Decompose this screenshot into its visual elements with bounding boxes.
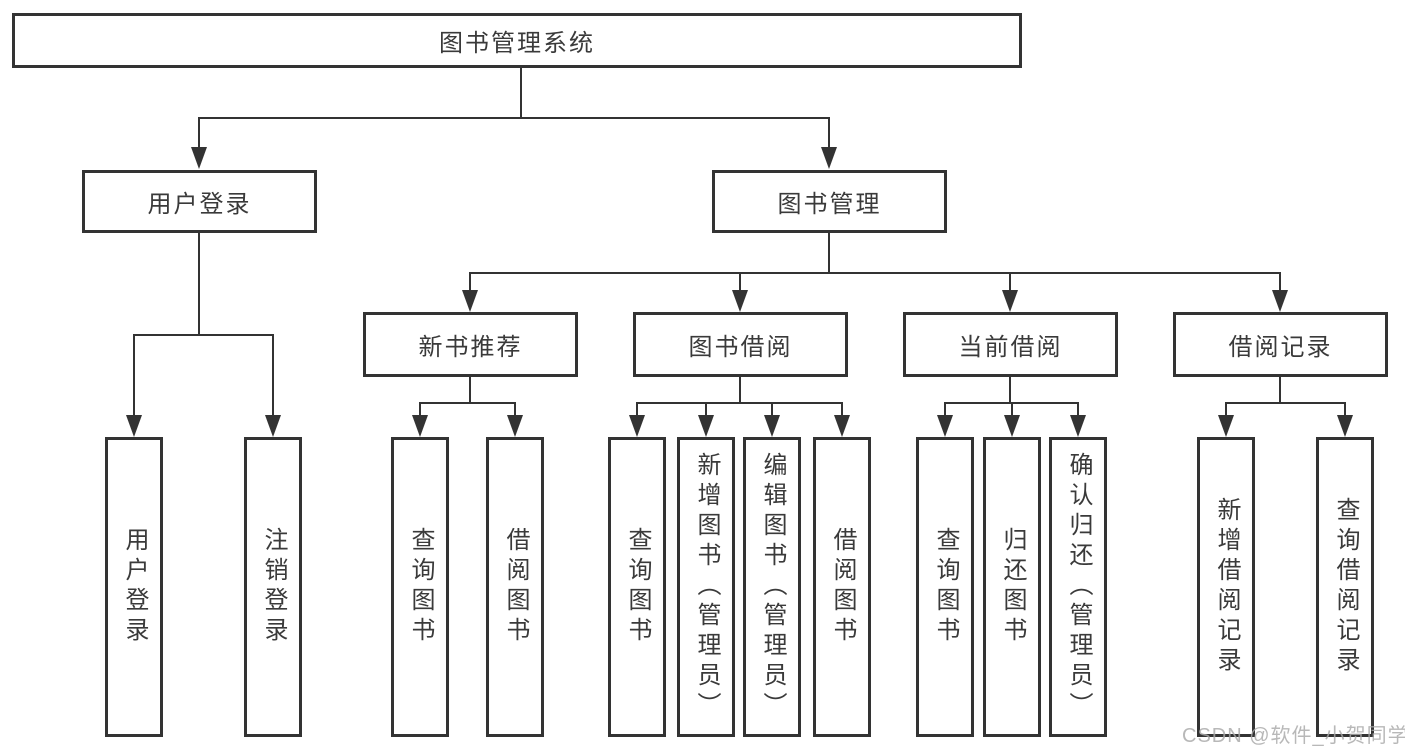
connector-arrow <box>507 415 523 437</box>
connector-line <box>419 402 516 404</box>
connector-line <box>739 377 741 404</box>
leaf-query-books-borrowing-label: 查询图书 <box>624 527 651 647</box>
connector-line <box>771 402 773 417</box>
leaf-borrow-books-recommend-label: 借阅图书 <box>502 527 529 647</box>
node-book-management-label: 图书管理 <box>777 191 882 218</box>
connector-arrow <box>1218 415 1234 437</box>
connector-arrow <box>126 415 142 437</box>
connector-line <box>469 272 1281 274</box>
connector-arrow <box>191 147 207 169</box>
connector-arrow <box>764 415 780 437</box>
leaf-query-books-current-label: 查询图书 <box>932 527 959 647</box>
leaf-add-books-admin: 新增图书（管理员） <box>677 437 735 737</box>
connector-line <box>841 402 843 417</box>
connector-line <box>1009 377 1011 404</box>
leaf-add-borrow-record: 新增借阅记录 <box>1197 437 1255 737</box>
connector-arrow <box>698 415 714 437</box>
connector-line <box>828 117 830 149</box>
connector-line <box>1011 402 1013 417</box>
connector-arrow <box>1070 415 1086 437</box>
connector-line <box>1279 377 1281 404</box>
leaf-borrow-books-borrowing-label: 借阅图书 <box>829 527 856 647</box>
connector-arrow <box>265 415 281 437</box>
connector-arrow <box>462 290 478 312</box>
leaf-query-books-recommend: 查询图书 <box>391 437 449 737</box>
node-user-login: 用户登录 <box>82 170 317 233</box>
leaf-borrow-books-borrowing: 借阅图书 <box>813 437 871 737</box>
node-new-book-recommend: 新书推荐 <box>363 312 578 377</box>
connector-line <box>1077 402 1079 417</box>
connector-line <box>272 334 274 416</box>
connector-line <box>520 68 522 118</box>
node-root-label: 图书管理系统 <box>439 30 595 57</box>
node-book-management: 图书管理 <box>712 170 947 233</box>
connector-line <box>469 272 471 292</box>
connector-line <box>1225 402 1346 404</box>
connector-line <box>1344 402 1346 417</box>
connector-line <box>469 377 471 404</box>
connector-line <box>1279 272 1281 292</box>
node-new-book-recommend-label: 新书推荐 <box>418 334 523 361</box>
node-borrowing-records: 借阅记录 <box>1173 312 1388 377</box>
node-book-borrowing-label: 图书借阅 <box>688 334 793 361</box>
connector-arrow <box>937 415 953 437</box>
node-book-borrowing: 图书借阅 <box>633 312 848 377</box>
connector-line <box>133 334 274 336</box>
leaf-logout: 注销登录 <box>244 437 302 737</box>
connector-line <box>198 233 200 336</box>
connector-arrow <box>1002 290 1018 312</box>
connector-arrow <box>412 415 428 437</box>
leaf-return-books: 归还图书 <box>983 437 1041 737</box>
connector-arrow <box>1272 290 1288 312</box>
connector-line <box>198 117 200 149</box>
leaf-edit-books-admin: 编辑图书（管理员） <box>743 437 801 737</box>
leaf-query-books-recommend-label: 查询图书 <box>407 527 434 647</box>
connector-arrow <box>629 415 645 437</box>
connector-line <box>419 402 421 417</box>
leaf-confirm-return-admin-label: 确认归还（管理员） <box>1065 452 1092 722</box>
connector-arrow <box>821 147 837 169</box>
leaf-borrow-books-recommend: 借阅图书 <box>486 437 544 737</box>
node-current-borrowing: 当前借阅 <box>903 312 1118 377</box>
leaf-return-books-label: 归还图书 <box>999 527 1026 647</box>
node-current-borrowing-label: 当前借阅 <box>958 334 1063 361</box>
connector-arrow <box>1004 415 1020 437</box>
connector-line <box>636 402 638 417</box>
leaf-query-books-borrowing: 查询图书 <box>608 437 666 737</box>
leaf-add-borrow-record-label: 新增借阅记录 <box>1213 497 1240 677</box>
leaf-query-books-current: 查询图书 <box>916 437 974 737</box>
connector-line <box>514 402 516 417</box>
connector-line <box>198 117 830 119</box>
connector-line <box>944 402 946 417</box>
connector-line <box>636 402 843 404</box>
connector-line <box>1225 402 1227 417</box>
node-root: 图书管理系统 <box>12 13 1022 68</box>
connector-line <box>705 402 707 417</box>
connector-line <box>1009 272 1011 292</box>
csdn-watermark: CSDN @软件_小贺同学 <box>1182 725 1405 747</box>
leaf-user-login-label: 用户登录 <box>121 527 148 647</box>
connector-arrow <box>834 415 850 437</box>
leaf-logout-label: 注销登录 <box>260 527 287 647</box>
leaf-query-borrow-record-label: 查询借阅记录 <box>1332 497 1359 677</box>
leaf-user-login: 用户登录 <box>105 437 163 737</box>
leaf-add-books-admin-label: 新增图书（管理员） <box>693 452 720 722</box>
leaf-confirm-return-admin: 确认归还（管理员） <box>1049 437 1107 737</box>
connector-arrow <box>1337 415 1353 437</box>
leaf-query-borrow-record: 查询借阅记录 <box>1316 437 1374 737</box>
leaf-edit-books-admin-label: 编辑图书（管理员） <box>759 452 786 722</box>
connector-line <box>133 334 135 416</box>
connector-arrow <box>732 290 748 312</box>
connector-line <box>739 272 741 292</box>
node-user-login-label: 用户登录 <box>147 191 252 218</box>
connector-line <box>828 232 830 274</box>
node-borrowing-records-label: 借阅记录 <box>1228 334 1333 361</box>
